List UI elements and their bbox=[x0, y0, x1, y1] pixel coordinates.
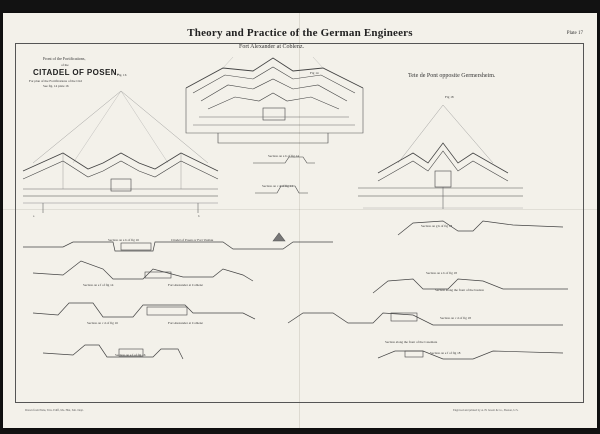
section-label: Section on a b of fig 18 bbox=[426, 271, 457, 275]
citadel-note-ref: See fig. 14 plate 16 bbox=[43, 84, 69, 88]
fig-14-label: Fig 14 bbox=[310, 71, 319, 75]
fig-16-label: Fig. 16 bbox=[117, 73, 127, 77]
tete-de-pont-plan bbox=[358, 104, 523, 209]
section-label: Section on e f of fig 18 bbox=[430, 351, 461, 355]
section-label: Citadel of Posen or Fort Vaubau bbox=[171, 238, 214, 242]
section-label: Section on e f of fig 16 bbox=[115, 353, 146, 357]
drawing-frame bbox=[15, 43, 584, 403]
plate-number: Plate 17 bbox=[566, 31, 583, 36]
section-profiles-top bbox=[253, 156, 315, 194]
fig-18-label: Fig 18 bbox=[445, 95, 454, 99]
section-label: Section on c d of fig 16 bbox=[87, 321, 118, 325]
fold-line-horizontal bbox=[3, 209, 597, 210]
section-label: Fort Alexander at Coblenz bbox=[168, 283, 203, 287]
citadel-name: CITADEL OF POSEN. bbox=[33, 68, 120, 77]
sheet-title: Theory and Practice of the German Engine… bbox=[187, 27, 413, 39]
footer-left: Drawn from Plans, Trns. Ediff, Mo. Hist,… bbox=[25, 409, 84, 412]
section-label: Section on c d of fig 18 bbox=[440, 316, 471, 320]
citadel-note: For plan of the Fortifications of the Ci… bbox=[29, 79, 83, 83]
footer-right: Engraved and printed by A. H. Jewett & C… bbox=[453, 409, 519, 412]
section-label: Section on a b of fig 16 bbox=[108, 238, 139, 242]
citadel-heading: Front of the Fortifications, bbox=[43, 56, 86, 61]
section-profiles-right bbox=[287, 220, 568, 360]
fold-line-vertical bbox=[299, 13, 300, 428]
fort-alexander-plan bbox=[185, 56, 364, 144]
tete-de-pont-title: Tete de Pont opposite Germersheim. bbox=[408, 73, 496, 79]
section-label: Section on a b of fig 14 bbox=[268, 154, 299, 158]
section-label: Section along the front of the Casemate bbox=[385, 340, 438, 344]
citadel-posen-plan: a b bbox=[22, 90, 219, 218]
svg-text:b: b bbox=[198, 214, 200, 218]
section-label: Section on e f of fig 14 bbox=[83, 283, 114, 287]
section-label: Section along the front of the bastion bbox=[435, 288, 484, 292]
section-label: Section on c d of fig 14 bbox=[262, 184, 293, 188]
citadel-of-the: of the bbox=[61, 63, 69, 67]
fort-alexander-title: Fort Alexander at Coblenz. bbox=[239, 44, 304, 50]
section-label: Fort Alexander at Coblenz bbox=[168, 321, 203, 325]
section-profiles-left bbox=[23, 232, 333, 360]
engraving-drawing: a b bbox=[22, 56, 568, 360]
svg-text:a: a bbox=[33, 214, 35, 218]
section-label: Section on g h of fig 18 bbox=[421, 224, 453, 228]
map-sheet: Theory and Practice of the German Engine… bbox=[3, 13, 597, 428]
